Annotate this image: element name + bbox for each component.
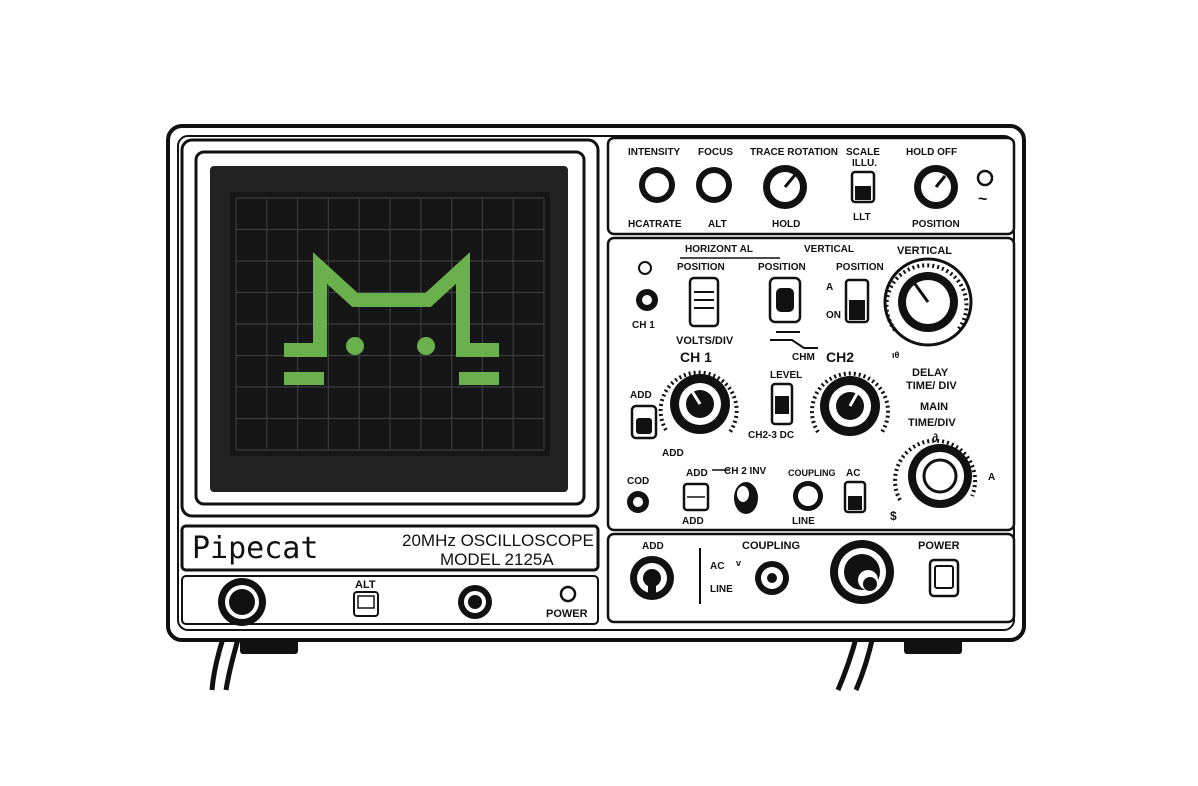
- intensity-knob[interactable]: [639, 167, 675, 203]
- cod-jack[interactable]: [627, 491, 649, 513]
- top-control-panel: [606, 136, 1016, 236]
- power-connector[interactable]: [218, 578, 266, 626]
- coupling-low-label: COUPLING: [788, 468, 836, 478]
- vertical-big-label: VERTICAL: [897, 245, 952, 257]
- a-label: A: [826, 282, 833, 293]
- ch1-led: [638, 261, 652, 275]
- intensity-label: INTENSITY: [628, 147, 681, 158]
- vertical-label: VERTICAL: [804, 244, 854, 255]
- ac-bottom-label: AC: [710, 561, 724, 572]
- pipecat-logo: [284, 252, 499, 385]
- main-time-div-knob[interactable]: [893, 438, 978, 508]
- horizontal-position-slider[interactable]: [688, 276, 720, 328]
- brand-name: Pipecat: [192, 531, 318, 566]
- tilde-mark: ~: [978, 191, 987, 208]
- line-low-label: LINE: [792, 516, 815, 527]
- focus-knob[interactable]: [696, 167, 732, 203]
- coupling-bottom-jack[interactable]: [755, 561, 789, 595]
- position-label-3: POSITION: [836, 262, 884, 273]
- alt-label: ALT: [355, 579, 376, 591]
- scale-label: SCALE: [846, 147, 880, 158]
- vertical-on-switch[interactable]: [844, 278, 870, 324]
- horizontal-label: HORIZONT AL: [685, 244, 753, 255]
- level-label: LEVEL: [770, 370, 802, 381]
- ch2-inv-toggle[interactable]: [734, 482, 758, 514]
- power-bottom-label: POWER: [918, 540, 960, 552]
- volts-div-label: VOLTS/DIV: [676, 335, 734, 347]
- coupling-knob-low[interactable]: [793, 481, 823, 511]
- line-bottom-label: LINE: [710, 584, 733, 595]
- ch2-inv-label: CH 2 INV: [724, 466, 767, 477]
- power-button[interactable]: [928, 558, 960, 598]
- add-bottom-label: ADD: [682, 516, 704, 527]
- add-button-low[interactable]: [682, 482, 710, 512]
- llt-label: LLT: [853, 212, 871, 223]
- main-label: MAIN: [920, 401, 948, 413]
- position-top-label: POSITION: [912, 219, 960, 230]
- scale-illu-switch[interactable]: [850, 170, 876, 204]
- ac-low-label: AC: [846, 468, 860, 479]
- trace-rotation-label: TRACE ROTATION: [750, 147, 838, 158]
- on-label: ON: [826, 310, 841, 321]
- add-label-1: ADD: [630, 390, 652, 401]
- tb-mark: ιθ: [892, 350, 900, 360]
- cod-label: COD: [627, 476, 649, 487]
- ch23dc-label: CH2-3 DC: [748, 430, 794, 441]
- ch2-volts-div-knob[interactable]: [810, 371, 890, 436]
- position-label-1: POSITION: [677, 262, 725, 273]
- delay-time-div-label: TIME/ DIV: [906, 380, 957, 392]
- position-label-2: POSITION: [758, 262, 806, 273]
- s-mark: $: [890, 509, 897, 523]
- add-button-1[interactable]: [630, 404, 658, 440]
- hold-off-label: HOLD OFF: [906, 147, 957, 158]
- a-mark: A: [988, 472, 995, 483]
- hold-off-led: [976, 169, 994, 187]
- hold-off-knob[interactable]: [914, 165, 958, 209]
- chm-mode-mark: [770, 331, 818, 349]
- main-time-div-label: TIME/DIV: [908, 417, 956, 429]
- ch1-small-label: CH 1: [632, 320, 655, 331]
- v-mark: v: [736, 558, 741, 568]
- bottom-control-panel: [606, 532, 1016, 624]
- ch1-volts-div-knob[interactable]: [658, 370, 739, 434]
- alt-top-label: ALT: [708, 219, 727, 230]
- add-top-label: ADD: [686, 468, 708, 479]
- illu-label: ILLU.: [852, 158, 877, 169]
- hcatrate-label: HCATRATE: [628, 219, 682, 230]
- ch2-label: CH2: [826, 349, 854, 365]
- ch1-label: CH 1: [680, 349, 712, 365]
- delay-label: DELAY: [912, 367, 949, 379]
- brand-plate: [180, 524, 600, 572]
- chm-label: CHM: [792, 352, 815, 363]
- add-bottom-right-label: ADD: [642, 541, 664, 552]
- level-switch[interactable]: [770, 382, 794, 426]
- power-label-left: POWER: [546, 608, 588, 620]
- ch1-input-jack[interactable]: [636, 289, 658, 311]
- delay-time-div-knob[interactable]: [883, 257, 973, 347]
- model-line-2: MODEL 2125A: [440, 550, 554, 569]
- model-line-1: 20MHz OSCILLOSCOPE: [402, 531, 594, 550]
- focus-label: FOCUS: [698, 147, 733, 158]
- add-bottom-knob[interactable]: [630, 556, 674, 600]
- coupling-bottom-label: COUPLING: [742, 540, 800, 552]
- vertical-position-switch[interactable]: [768, 276, 802, 324]
- d-mark: ∂: [932, 431, 938, 445]
- probe-connector[interactable]: [830, 540, 894, 604]
- power-led: [559, 585, 577, 603]
- hold-label: HOLD: [772, 219, 800, 230]
- input-jack[interactable]: [458, 585, 492, 619]
- alt-button[interactable]: [353, 591, 379, 617]
- ac-switch-low[interactable]: [843, 480, 867, 514]
- add-label-2: ADD: [662, 448, 684, 459]
- trace-rotation-knob[interactable]: [763, 165, 807, 209]
- bottom-left-panel: [181, 575, 599, 625]
